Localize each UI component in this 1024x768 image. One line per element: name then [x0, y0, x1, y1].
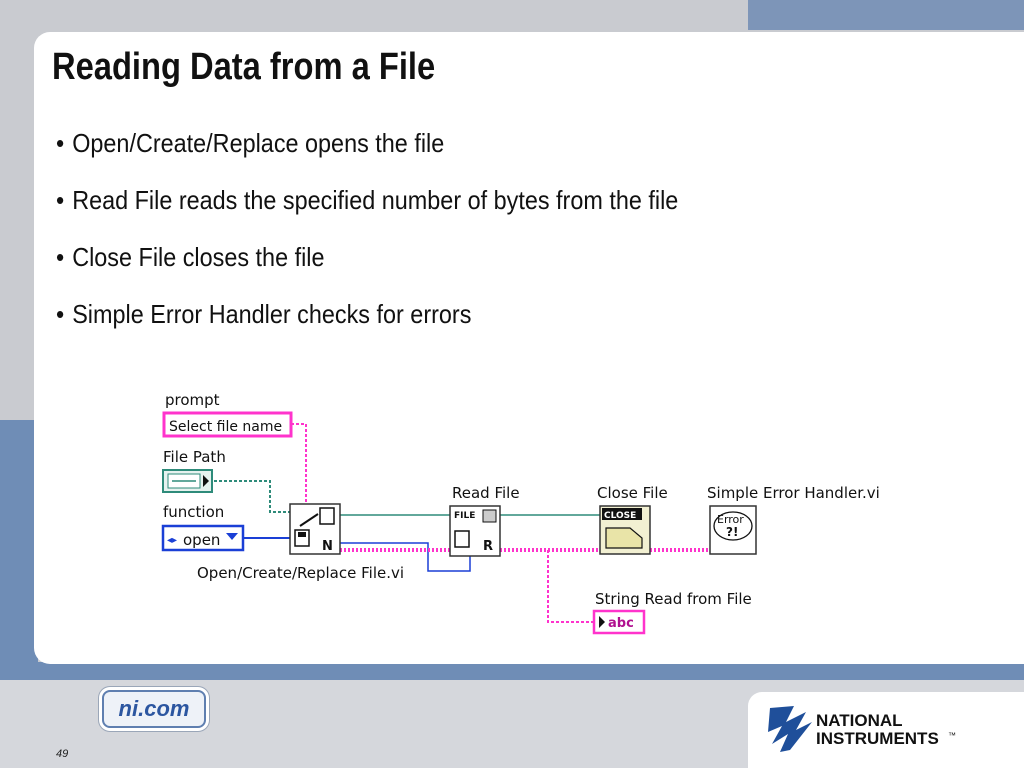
- ni-com-badge[interactable]: ni.com: [102, 690, 206, 728]
- bullet-text: Simple Error Handler checks for errors: [72, 299, 472, 329]
- speech-bubble-icon: [713, 511, 753, 541]
- brand-line1: NATIONAL: [816, 711, 903, 730]
- indicator-arrow-icon: [599, 616, 605, 628]
- file-icon: [319, 507, 335, 525]
- function-value: open: [183, 531, 220, 549]
- read-top-text: FILE: [454, 511, 475, 521]
- ni-eagle-icon: [768, 706, 812, 752]
- bullet-marker: •: [56, 128, 65, 158]
- trademark-symbol: ™: [948, 731, 956, 740]
- error-line1: Error: [717, 513, 744, 526]
- slide-title: Reading Data from a File: [52, 46, 436, 88]
- chevron-down-icon[interactable]: [226, 533, 238, 540]
- wire-file-path: [214, 480, 290, 513]
- enum-spin-icon: ◂▸: [167, 535, 177, 546]
- file-path-label: File Path: [163, 448, 226, 466]
- close-top-text: CLOSE: [604, 511, 636, 521]
- string-read-indicator[interactable]: [592, 609, 646, 635]
- bottom-accent-band: [0, 662, 1024, 680]
- bullet-item: •Read File reads the specified number of…: [56, 181, 678, 238]
- bullet-list: •Open/Create/Replace opens the file •Rea…: [56, 124, 747, 352]
- arrow-icon: [299, 513, 319, 527]
- prompt-string-constant[interactable]: [162, 411, 293, 438]
- left-accent-band: [0, 420, 38, 668]
- bullet-item: •Open/Create/Replace opens the file: [56, 124, 678, 181]
- path-arrow-icon: [203, 475, 209, 487]
- bullet-text: Open/Create/Replace opens the file: [72, 128, 445, 158]
- string-label: String Read from File: [595, 590, 752, 608]
- slide-number: 49: [56, 748, 69, 760]
- brand-line2: INSTRUMENTS: [816, 729, 939, 748]
- bullet-marker: •: [56, 299, 65, 329]
- error-line2: ?!: [726, 525, 738, 539]
- bullet-item: •Close File closes the file: [56, 238, 678, 295]
- content-panel: [34, 32, 1024, 664]
- prompt-value: Select file name: [169, 419, 282, 435]
- block-diagram: prompt Select file name File Path functi…: [161, 391, 880, 635]
- wire-string-out: [547, 550, 594, 623]
- floppy-icon: [454, 530, 470, 548]
- bullet-text: Read File reads the specified number of …: [72, 185, 679, 215]
- string-icon-text: abc: [608, 616, 634, 631]
- prompt-label: prompt: [165, 391, 220, 409]
- disk-icon: [482, 509, 497, 523]
- open-node-label: Open/Create/Replace File.vi: [197, 564, 404, 582]
- wire-prompt: [291, 423, 307, 508]
- function-label: function: [163, 503, 224, 521]
- bullet-marker: •: [56, 242, 65, 272]
- bullet-marker: •: [56, 185, 65, 215]
- floppy-label: [298, 532, 306, 537]
- top-accent-band: [748, 0, 1024, 30]
- national-instruments-logo: NATIONAL INSTRUMENTS ™: [768, 706, 956, 752]
- read-node-label: Read File: [452, 484, 520, 502]
- open-glyph: N: [322, 539, 333, 554]
- folder-icon: [605, 527, 643, 549]
- bullet-item: •Simple Error Handler checks for errors: [56, 295, 678, 352]
- function-enum-constant[interactable]: [161, 524, 245, 552]
- read-glyph: R: [483, 539, 493, 554]
- close-banner: [602, 508, 642, 520]
- bullet-text: Close File closes the file: [72, 242, 325, 272]
- error-node-label: Simple Error Handler.vi: [707, 484, 880, 502]
- close-node-label: Close File: [597, 484, 668, 502]
